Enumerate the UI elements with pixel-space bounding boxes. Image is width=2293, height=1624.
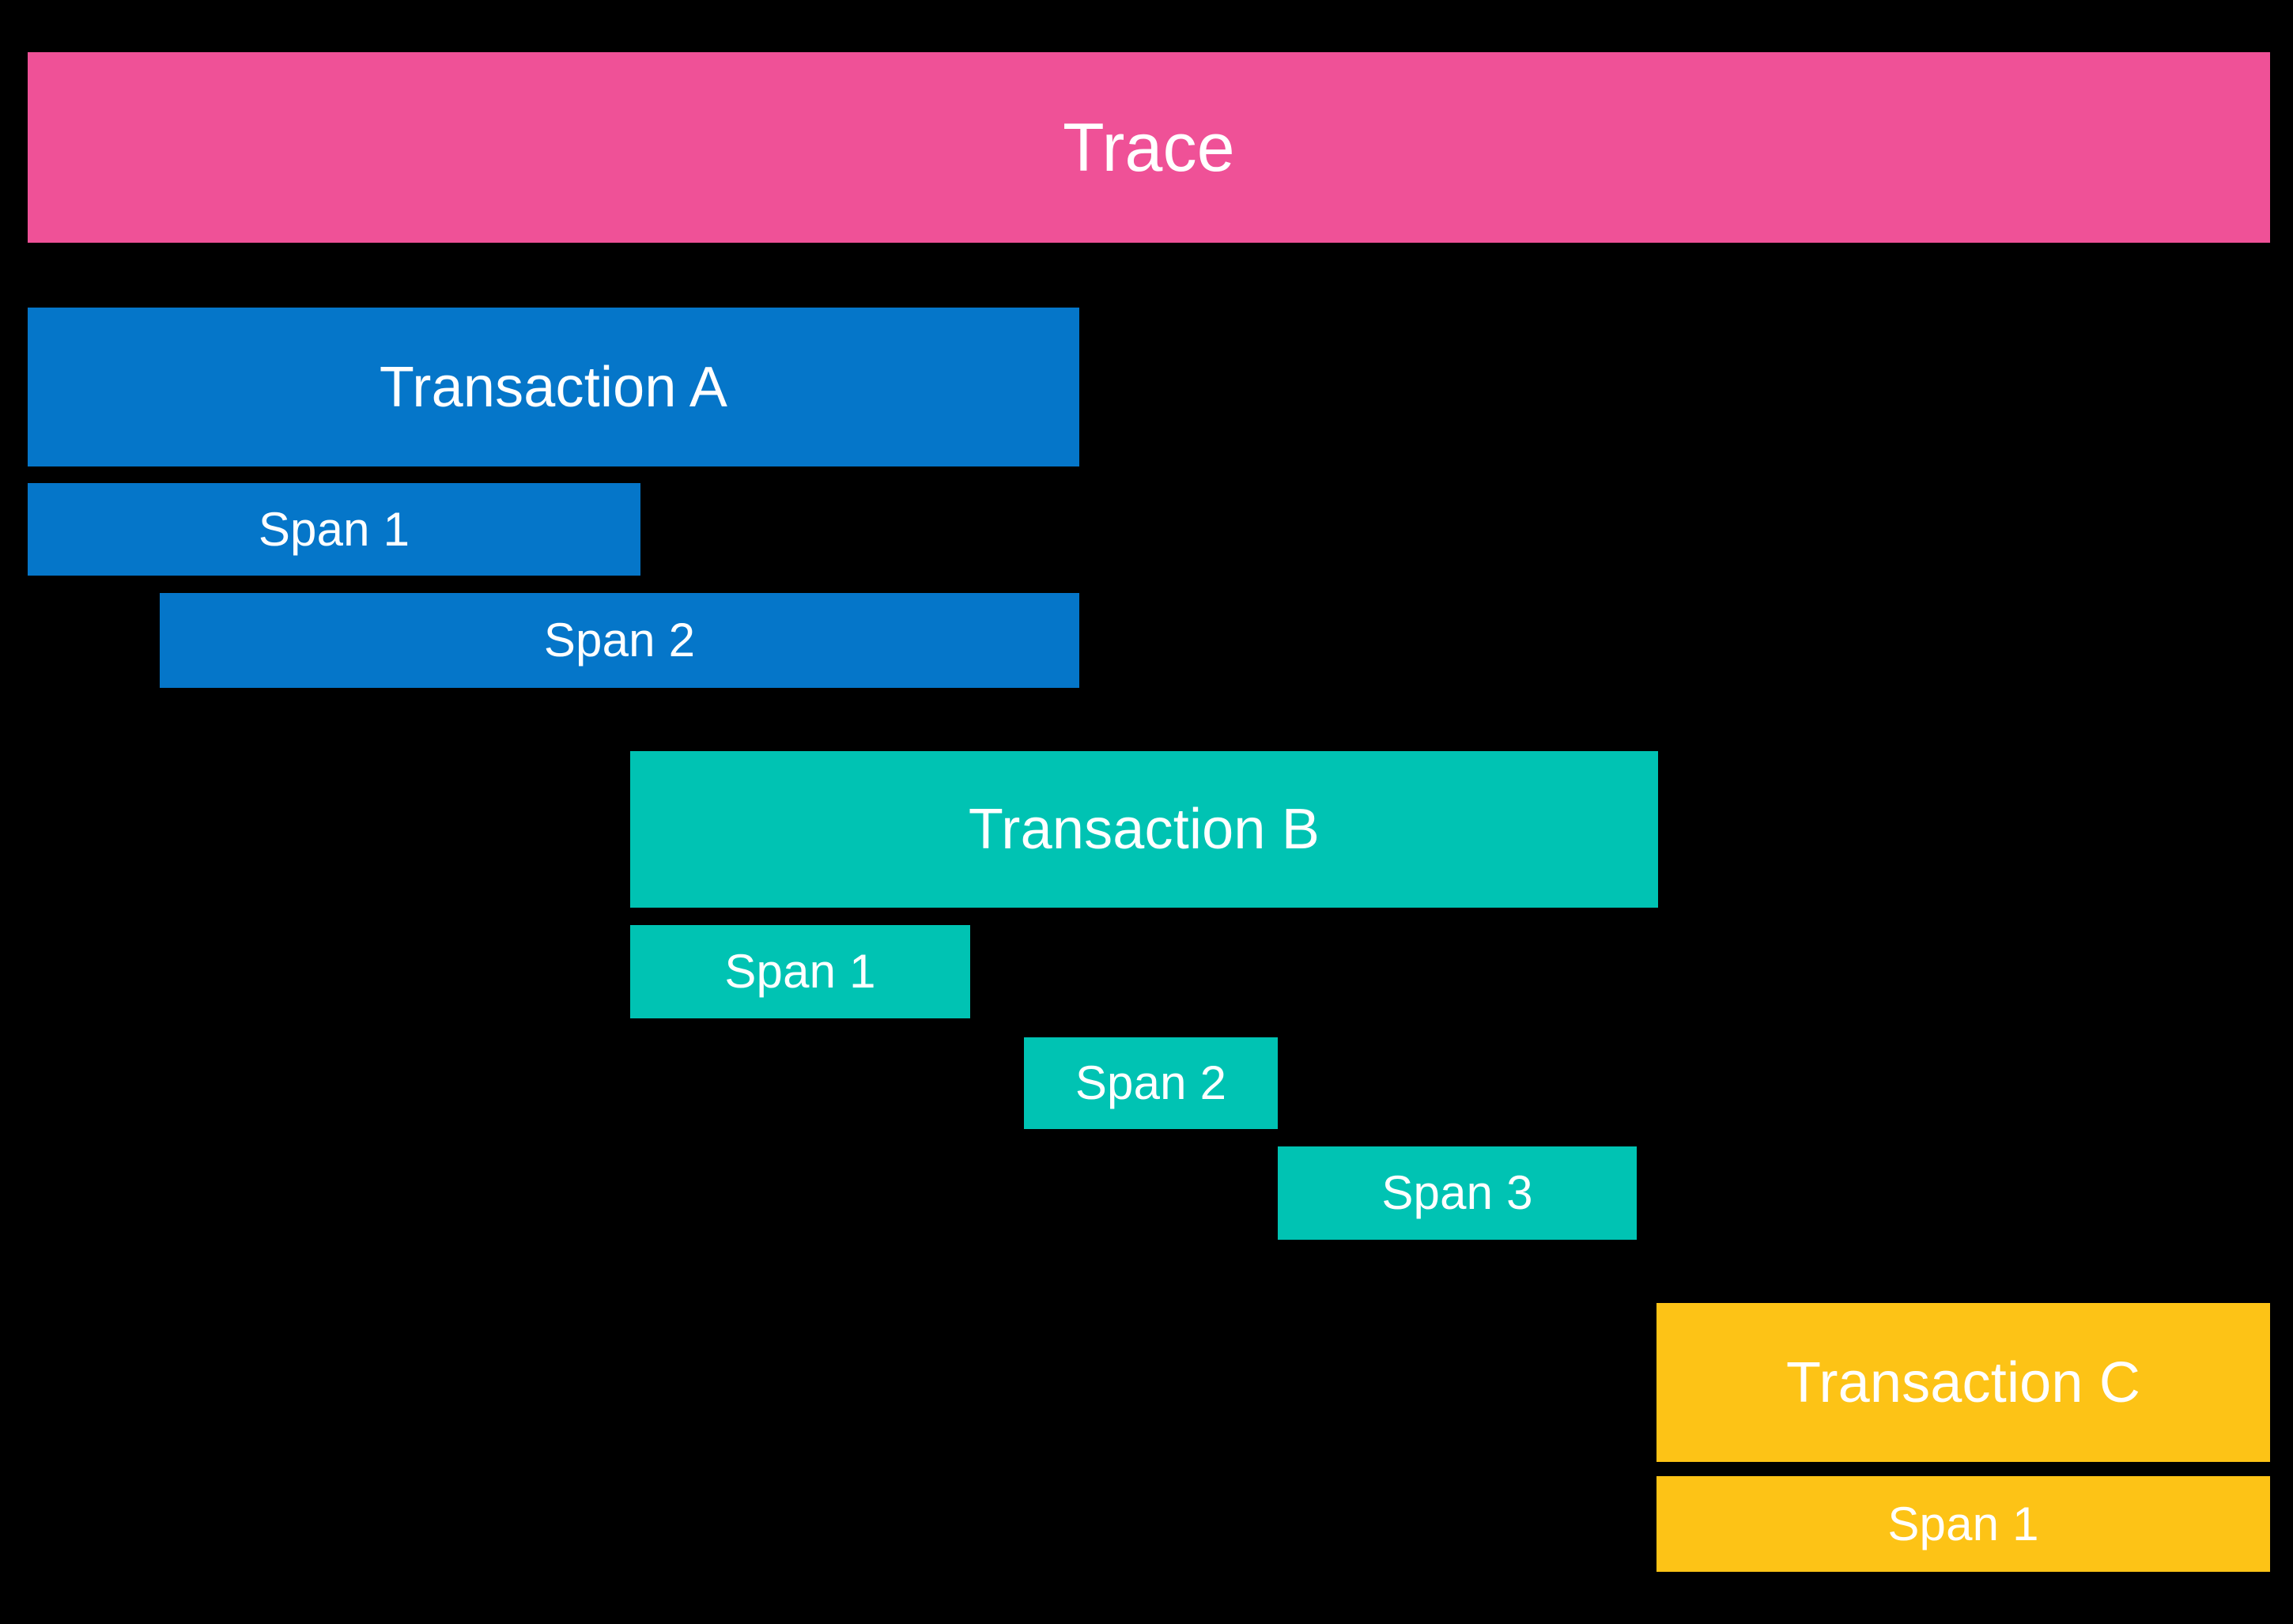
transaction-c-bar: Transaction C <box>1656 1303 2270 1462</box>
transaction-a-label: Transaction A <box>379 355 728 419</box>
transaction-c-span-1-label: Span 1 <box>1887 1497 2039 1550</box>
transaction-c-span-1-bar: Span 1 <box>1656 1476 2270 1572</box>
transaction-a-span-1-label: Span 1 <box>258 502 410 556</box>
transaction-c-label: Transaction C <box>1785 1350 2141 1414</box>
transaction-b-bar: Transaction B <box>630 751 1658 908</box>
transaction-b-span-3-label: Span 3 <box>1381 1166 1533 1219</box>
transaction-b-label: Transaction B <box>968 798 1320 861</box>
trace-bar-label: Trace <box>1063 109 1235 186</box>
transaction-b-span-2-bar: Span 2 <box>1024 1037 1278 1129</box>
transaction-b-span-3-bar: Span 3 <box>1278 1146 1637 1240</box>
transaction-a-bar: Transaction A <box>28 308 1079 466</box>
transaction-b-span-1-bar: Span 1 <box>630 925 970 1018</box>
transaction-b-span-2-label: Span 2 <box>1075 1056 1227 1109</box>
transaction-a-span-2-label: Span 2 <box>543 614 696 667</box>
transaction-a-span-1-bar: Span 1 <box>28 483 640 576</box>
transaction-a-span-2-bar: Span 2 <box>160 593 1079 688</box>
transaction-b-span-1-label: Span 1 <box>724 945 876 998</box>
trace-bar: Trace <box>28 52 2270 243</box>
